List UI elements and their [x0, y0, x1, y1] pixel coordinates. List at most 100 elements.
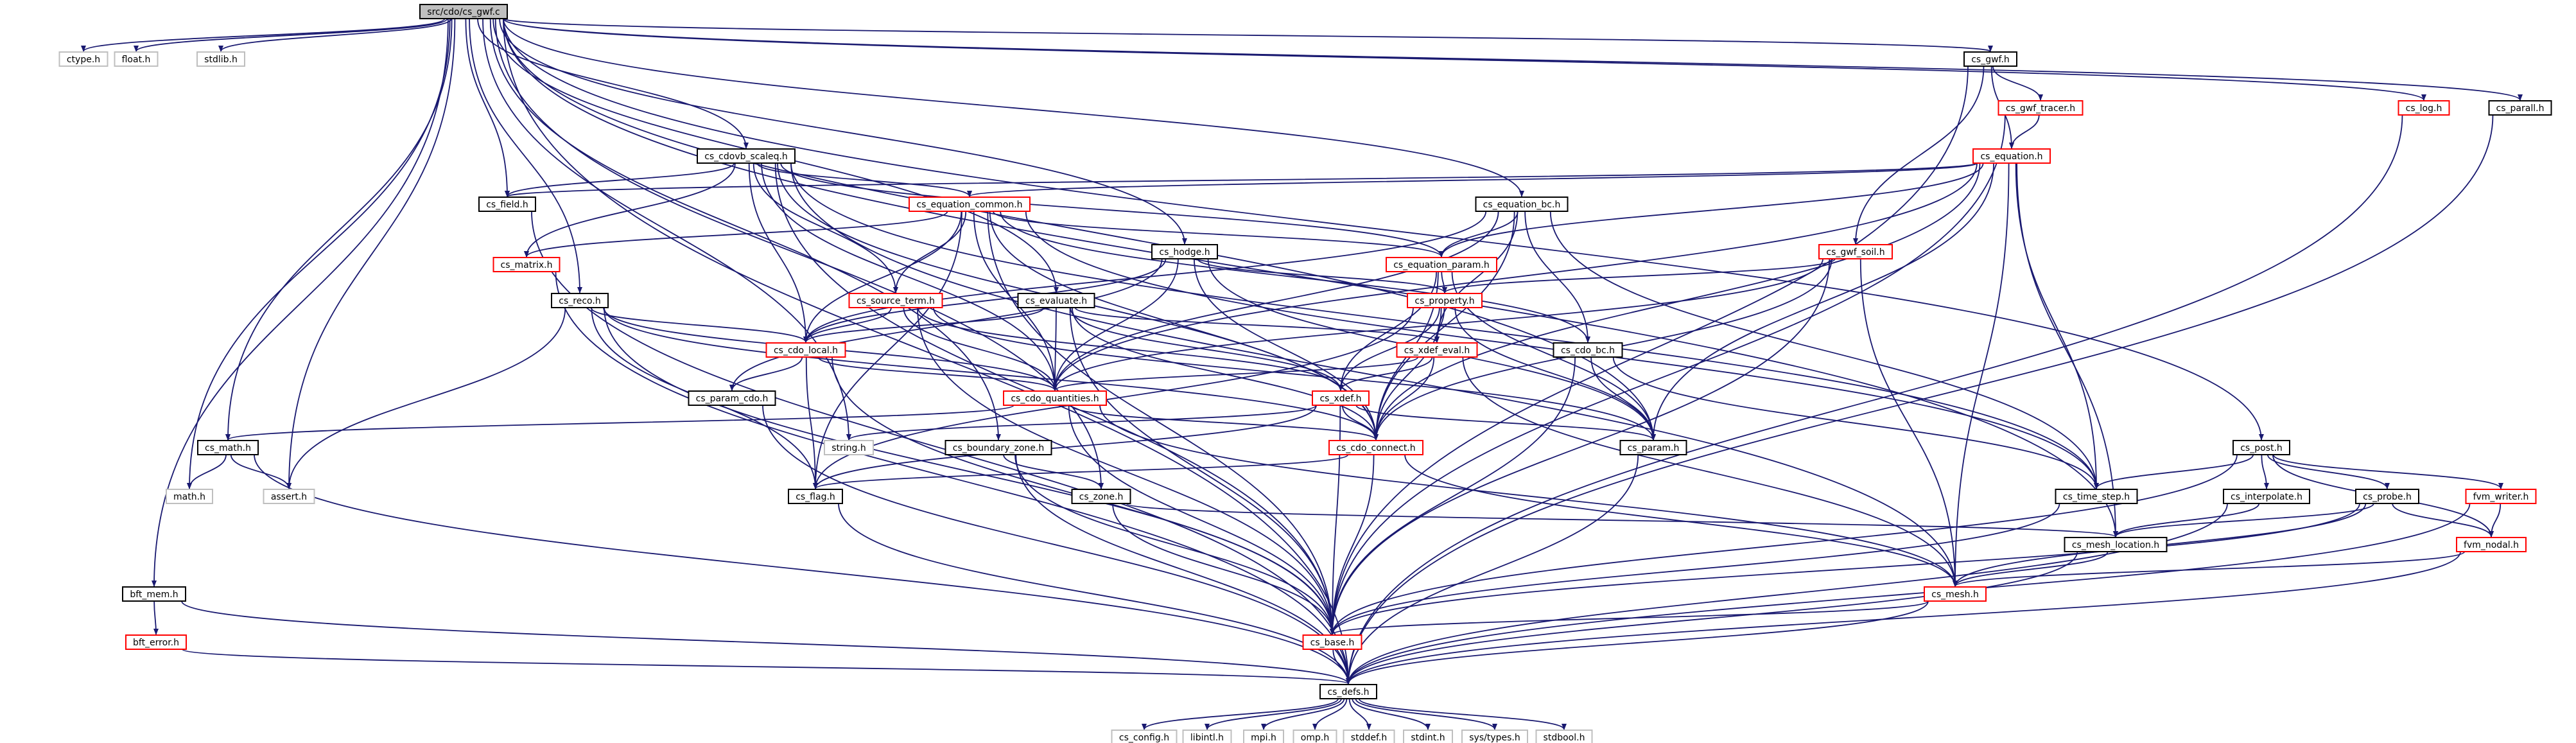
- edge-eqcommon-to-eqparam: [992, 211, 1444, 258]
- edge-gwf-to-gwftracer: [1992, 66, 2043, 101]
- node-box: [2465, 489, 2537, 504]
- edge-cdobc-to-base: [1330, 356, 1576, 635]
- node-asserth[interactable]: assert.h: [263, 489, 315, 504]
- node-box: [122, 586, 186, 602]
- node-equation[interactable]: cs_equation.h: [1972, 148, 2051, 164]
- node-label: assert.h: [271, 492, 307, 502]
- edge-gwfsoil-to-base: [1330, 258, 1831, 635]
- node-box: [196, 51, 245, 67]
- edge-root-to-field: [465, 18, 510, 197]
- node-csmath[interactable]: cs_math.h: [197, 440, 259, 455]
- edge-post-to-interp: [2261, 454, 2269, 489]
- node-label: cs_flag.h: [796, 492, 835, 502]
- node-cdovb[interactable]: cs_cdovb_scaleq.h: [697, 148, 796, 164]
- node-parall[interactable]: cs_parall.h: [2488, 100, 2552, 116]
- node-stdbool[interactable]: stdbool.h: [1535, 730, 1593, 743]
- node-ctype[interactable]: ctype.h: [58, 51, 109, 67]
- edge-eqcommon-to-cdolocal: [803, 211, 962, 343]
- node-omp[interactable]: omp.h: [1292, 730, 1337, 743]
- node-label: cs_boundary_zone.h: [953, 443, 1044, 453]
- node-bndzone[interactable]: cs_boundary_zone.h: [944, 440, 1052, 455]
- node-mpi[interactable]: mpi.h: [1243, 730, 1284, 743]
- edge-cdoquant-to-base: [1068, 405, 1335, 635]
- edge-gwf-to-gwfsoil: [1853, 66, 1985, 245]
- edge-cdovb-to-field: [505, 162, 735, 197]
- node-reco[interactable]: cs_reco.h: [551, 293, 609, 308]
- node-bftmem[interactable]: bft_mem.h: [122, 586, 186, 602]
- node-label: cs_hodge.h: [1159, 247, 1210, 258]
- node-post[interactable]: cs_post.h: [2232, 440, 2290, 455]
- node-label: float.h: [122, 55, 151, 65]
- node-cdoconn[interactable]: cs_cdo_connect.h: [1328, 440, 1423, 455]
- node-field[interactable]: cs_field.h: [478, 197, 536, 212]
- node-xdef[interactable]: cs_xdef.h: [1312, 390, 1370, 406]
- node-probe[interactable]: cs_probe.h: [2355, 489, 2419, 504]
- node-meshloc[interactable]: cs_mesh_location.h: [2064, 537, 2168, 552]
- edge-bfterror-to-defs: [182, 649, 1351, 685]
- edge-hodge-to-property: [1197, 258, 1447, 293]
- node-fvmwriter[interactable]: fvm_writer.h: [2465, 489, 2537, 504]
- node-srcterm[interactable]: cs_source_term.h: [848, 293, 943, 308]
- node-float[interactable]: float.h: [114, 51, 159, 67]
- node-gwfsoil[interactable]: cs_gwf_soil.h: [1818, 244, 1893, 259]
- edge-equation-to-eqcommon: [967, 162, 1978, 197]
- node-xdefeval[interactable]: cs_xdef_eval.h: [1396, 342, 1478, 358]
- edge-base-to-defs: [1332, 649, 1351, 685]
- node-log[interactable]: cs_log.h: [2398, 100, 2450, 116]
- node-hodge[interactable]: cs_hodge.h: [1151, 244, 1218, 259]
- edge-eqcommon-to-cdobc: [1000, 211, 1590, 343]
- node-mesh[interactable]: cs_mesh.h: [1924, 586, 1987, 602]
- node-stringh[interactable]: string.h: [824, 440, 874, 455]
- node-paramcdo[interactable]: cs_param_cdo.h: [688, 390, 776, 406]
- edge-gwfsoil-to-property: [1442, 258, 1836, 293]
- node-cdolocal[interactable]: cs_cdo_local.h: [765, 342, 846, 358]
- node-stdlib[interactable]: stdlib.h: [196, 51, 245, 67]
- edge-xdefeval-to-cdoconn: [1373, 356, 1435, 441]
- node-box: [944, 440, 1052, 455]
- node-libintl[interactable]: libintl.h: [1182, 730, 1232, 743]
- node-box: [197, 440, 259, 455]
- node-zone[interactable]: cs_zone.h: [1071, 489, 1131, 504]
- node-property[interactable]: cs_property.h: [1407, 293, 1483, 308]
- node-matrix[interactable]: cs_matrix.h: [492, 257, 561, 272]
- node-eqbc[interactable]: cs_equation_bc.h: [1475, 197, 1569, 212]
- edge-root-to-float: [134, 18, 448, 52]
- node-label: cs_xdef.h: [1319, 394, 1361, 404]
- edge-xdef-to-param: [1355, 405, 1656, 441]
- node-evaluate[interactable]: cs_evaluate.h: [1017, 293, 1095, 308]
- edge-equation-to-timestep: [2015, 162, 2099, 489]
- node-mathh[interactable]: math.h: [166, 489, 213, 504]
- node-label: cs_time_step.h: [2063, 492, 2130, 502]
- node-config[interactable]: cs_config.h: [1111, 730, 1178, 743]
- node-gwf[interactable]: cs_gwf.h: [1963, 51, 2017, 67]
- node-defs[interactable]: cs_defs.h: [1319, 684, 1377, 699]
- edge-csmath-to-asserth: [230, 454, 292, 489]
- node-param[interactable]: cs_param.h: [1619, 440, 1687, 455]
- node-label: stdint.h: [1411, 733, 1445, 743]
- node-gwftracer[interactable]: cs_gwf_tracer.h: [1997, 100, 2084, 116]
- node-label: cs_field.h: [486, 200, 528, 210]
- edge-defs-to-stdbool: [1358, 698, 1567, 730]
- node-eqcommon[interactable]: cs_equation_common.h: [909, 197, 1031, 212]
- node-cdobc[interactable]: cs_cdo_bc.h: [1553, 342, 1623, 358]
- node-base[interactable]: cs_base.h: [1302, 634, 1362, 650]
- node-stddef[interactable]: stddef.h: [1343, 730, 1395, 743]
- node-interp[interactable]: cs_interpolate.h: [2223, 489, 2310, 504]
- node-bfterror[interactable]: bft_error.h: [125, 634, 187, 650]
- node-box: [2055, 489, 2138, 504]
- node-eqparam[interactable]: cs_equation_param.h: [1386, 257, 1497, 272]
- node-timestep[interactable]: cs_time_step.h: [2055, 489, 2138, 504]
- node-label: cs_equation_bc.h: [1483, 200, 1561, 210]
- node-systypes[interactable]: sys/types.h: [1461, 730, 1528, 743]
- node-fvmnodal[interactable]: fvm_nodal.h: [2456, 537, 2527, 552]
- edge-reco-to-cdoconn: [604, 307, 1379, 441]
- node-root[interactable]: src/cdo/cs_gwf.c: [419, 4, 508, 19]
- edge-xdef-to-flag: [813, 405, 1317, 489]
- edge-eqbc-to-cdoconn: [1373, 211, 1515, 441]
- node-flag[interactable]: cs_flag.h: [788, 489, 843, 504]
- node-stdint[interactable]: stdint.h: [1403, 730, 1453, 743]
- node-cdoquant[interactable]: cs_cdo_quantities.h: [1003, 390, 1107, 406]
- node-label: bft_mem.h: [130, 590, 178, 600]
- edge-csmath-to-mathh: [187, 454, 227, 489]
- edge-zone-to-meshloc: [1126, 503, 2118, 538]
